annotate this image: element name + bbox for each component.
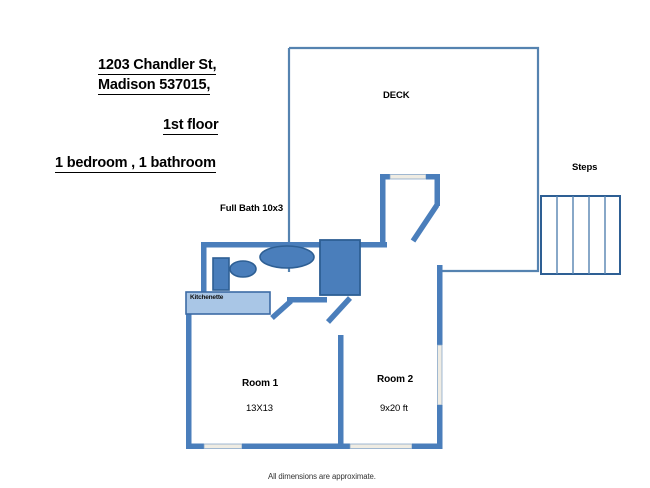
room-1-dimensions: 13X13 (246, 403, 273, 414)
kitchenette-label: Kitchenette (190, 294, 224, 301)
bathroom-fixtures (212, 239, 361, 296)
bottom-exterior-wall (186, 443, 442, 449)
deck-label: DECK (383, 90, 410, 101)
address-line-2: Madison 537015, (98, 77, 211, 95)
summary-label: 1 bedroom , 1 bathroom (55, 155, 216, 173)
right-exterior-wall (437, 265, 443, 449)
address-line-1: 1203 Chandler St, (98, 57, 217, 75)
room-partition-wall (338, 335, 344, 449)
interior-door-swings (270, 296, 353, 324)
floor-label: 1st floor (163, 117, 219, 135)
footnote-text: All dimensions are approximate. (268, 472, 376, 481)
entry-vestibule-walls (355, 174, 440, 248)
room-1-name: Room 1 (242, 378, 279, 389)
room-2-name: Room 2 (377, 374, 414, 385)
steps-label: Steps (572, 162, 598, 173)
kitchenette-shape (185, 291, 271, 315)
room-2-dimensions: 9x20 ft (380, 403, 408, 414)
full-bath-label: Full Bath 10x3 (220, 203, 284, 214)
steps-shape (540, 195, 621, 275)
